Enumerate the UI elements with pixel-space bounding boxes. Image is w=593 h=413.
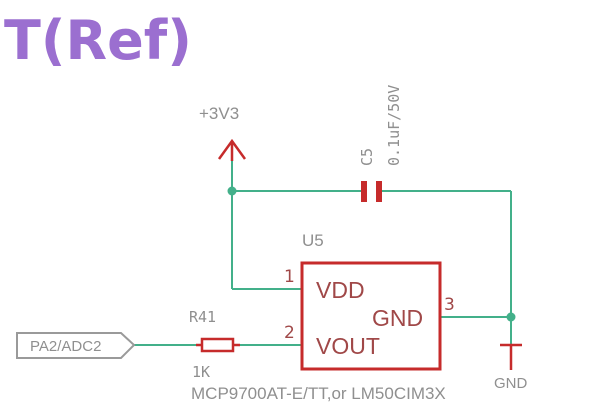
resistor-body [200, 337, 235, 353]
chip-body [300, 261, 442, 371]
ground-symbol: GND [494, 343, 528, 392]
chip-pin-name-vout: VOUT [316, 333, 380, 359]
capacitor-ref: C5 [358, 148, 376, 166]
chip-pin-number-3: 3 [444, 295, 455, 315]
junction-dot [506, 312, 516, 322]
junction-dot [227, 186, 237, 196]
sheet-title: T(Ref) [4, 9, 192, 72]
capacitor-plate [361, 181, 367, 202]
chip-pin-number-1: 1 [284, 267, 295, 287]
port-label: PA2/ADC2 [30, 338, 101, 355]
supply-label: +3V3 [199, 104, 239, 123]
chip-pin-number-2: 2 [284, 323, 295, 343]
chip-part-number: MCP9700AT-E/TT,or LM50CIM3X [191, 384, 446, 403]
chip-pin-name-vdd: VDD [316, 277, 365, 303]
resistor-value: 1K [192, 363, 210, 381]
resistor-r41: R41 1K [189, 308, 240, 381]
chip-ref: U5 [302, 231, 324, 250]
port-outline [16, 332, 136, 359]
ground-label: GND [494, 375, 528, 392]
chip-pin-name-gnd: GND [372, 305, 423, 331]
wires [134, 160, 512, 346]
capacitor-plate [376, 181, 382, 202]
up-arrow-icon [217, 138, 247, 161]
supply-3v3-symbol: +3V3 [199, 104, 247, 161]
capacitor-c5: C5 0.1uF/50V [358, 85, 403, 202]
capacitor-value: 0.1uF/50V [385, 85, 403, 166]
chip-u5: U5 VDD VOUT GND 1 2 3 MCP9700AT-E/TT,or … [191, 231, 455, 403]
resistor-ref: R41 [189, 308, 216, 326]
net-port-pa2: PA2/ADC2 [16, 332, 136, 359]
